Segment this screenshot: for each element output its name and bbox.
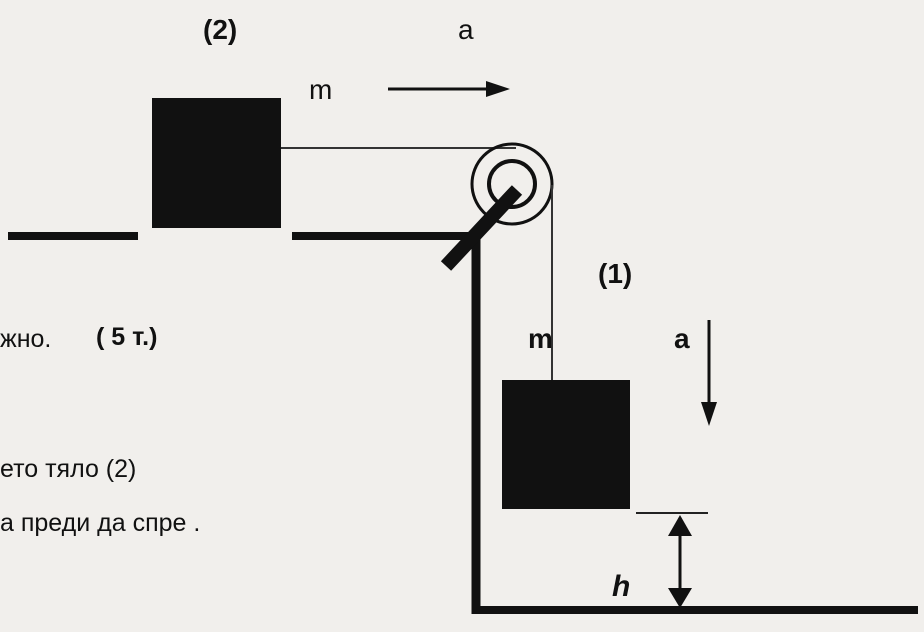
mass-label-side: m (528, 323, 553, 354)
height-label: h (612, 570, 631, 603)
text-line-2: ето тяло (2) (0, 455, 137, 483)
accel-arrow-right-head (486, 81, 510, 97)
height-arrow-head-up (668, 515, 692, 536)
points-label: ( 5 т.) (96, 323, 158, 351)
block-1 (502, 380, 630, 509)
text-line-1: жно. (0, 325, 52, 353)
pulley-bracket (440, 185, 523, 271)
pulley-inner (487, 159, 537, 209)
height-arrow-head-down (668, 588, 692, 608)
pulley-outer (470, 142, 554, 226)
body-1-label: (1) (598, 258, 633, 289)
body-2-label: (2) (203, 14, 238, 45)
block-2 (152, 98, 281, 228)
accel-label-top: a (458, 14, 474, 45)
accel-arrow-down-head (701, 402, 717, 426)
mass-label-top: m (309, 74, 333, 105)
accel-label-side: a (674, 323, 690, 354)
text-line-3: а преди да спре . (0, 509, 201, 537)
